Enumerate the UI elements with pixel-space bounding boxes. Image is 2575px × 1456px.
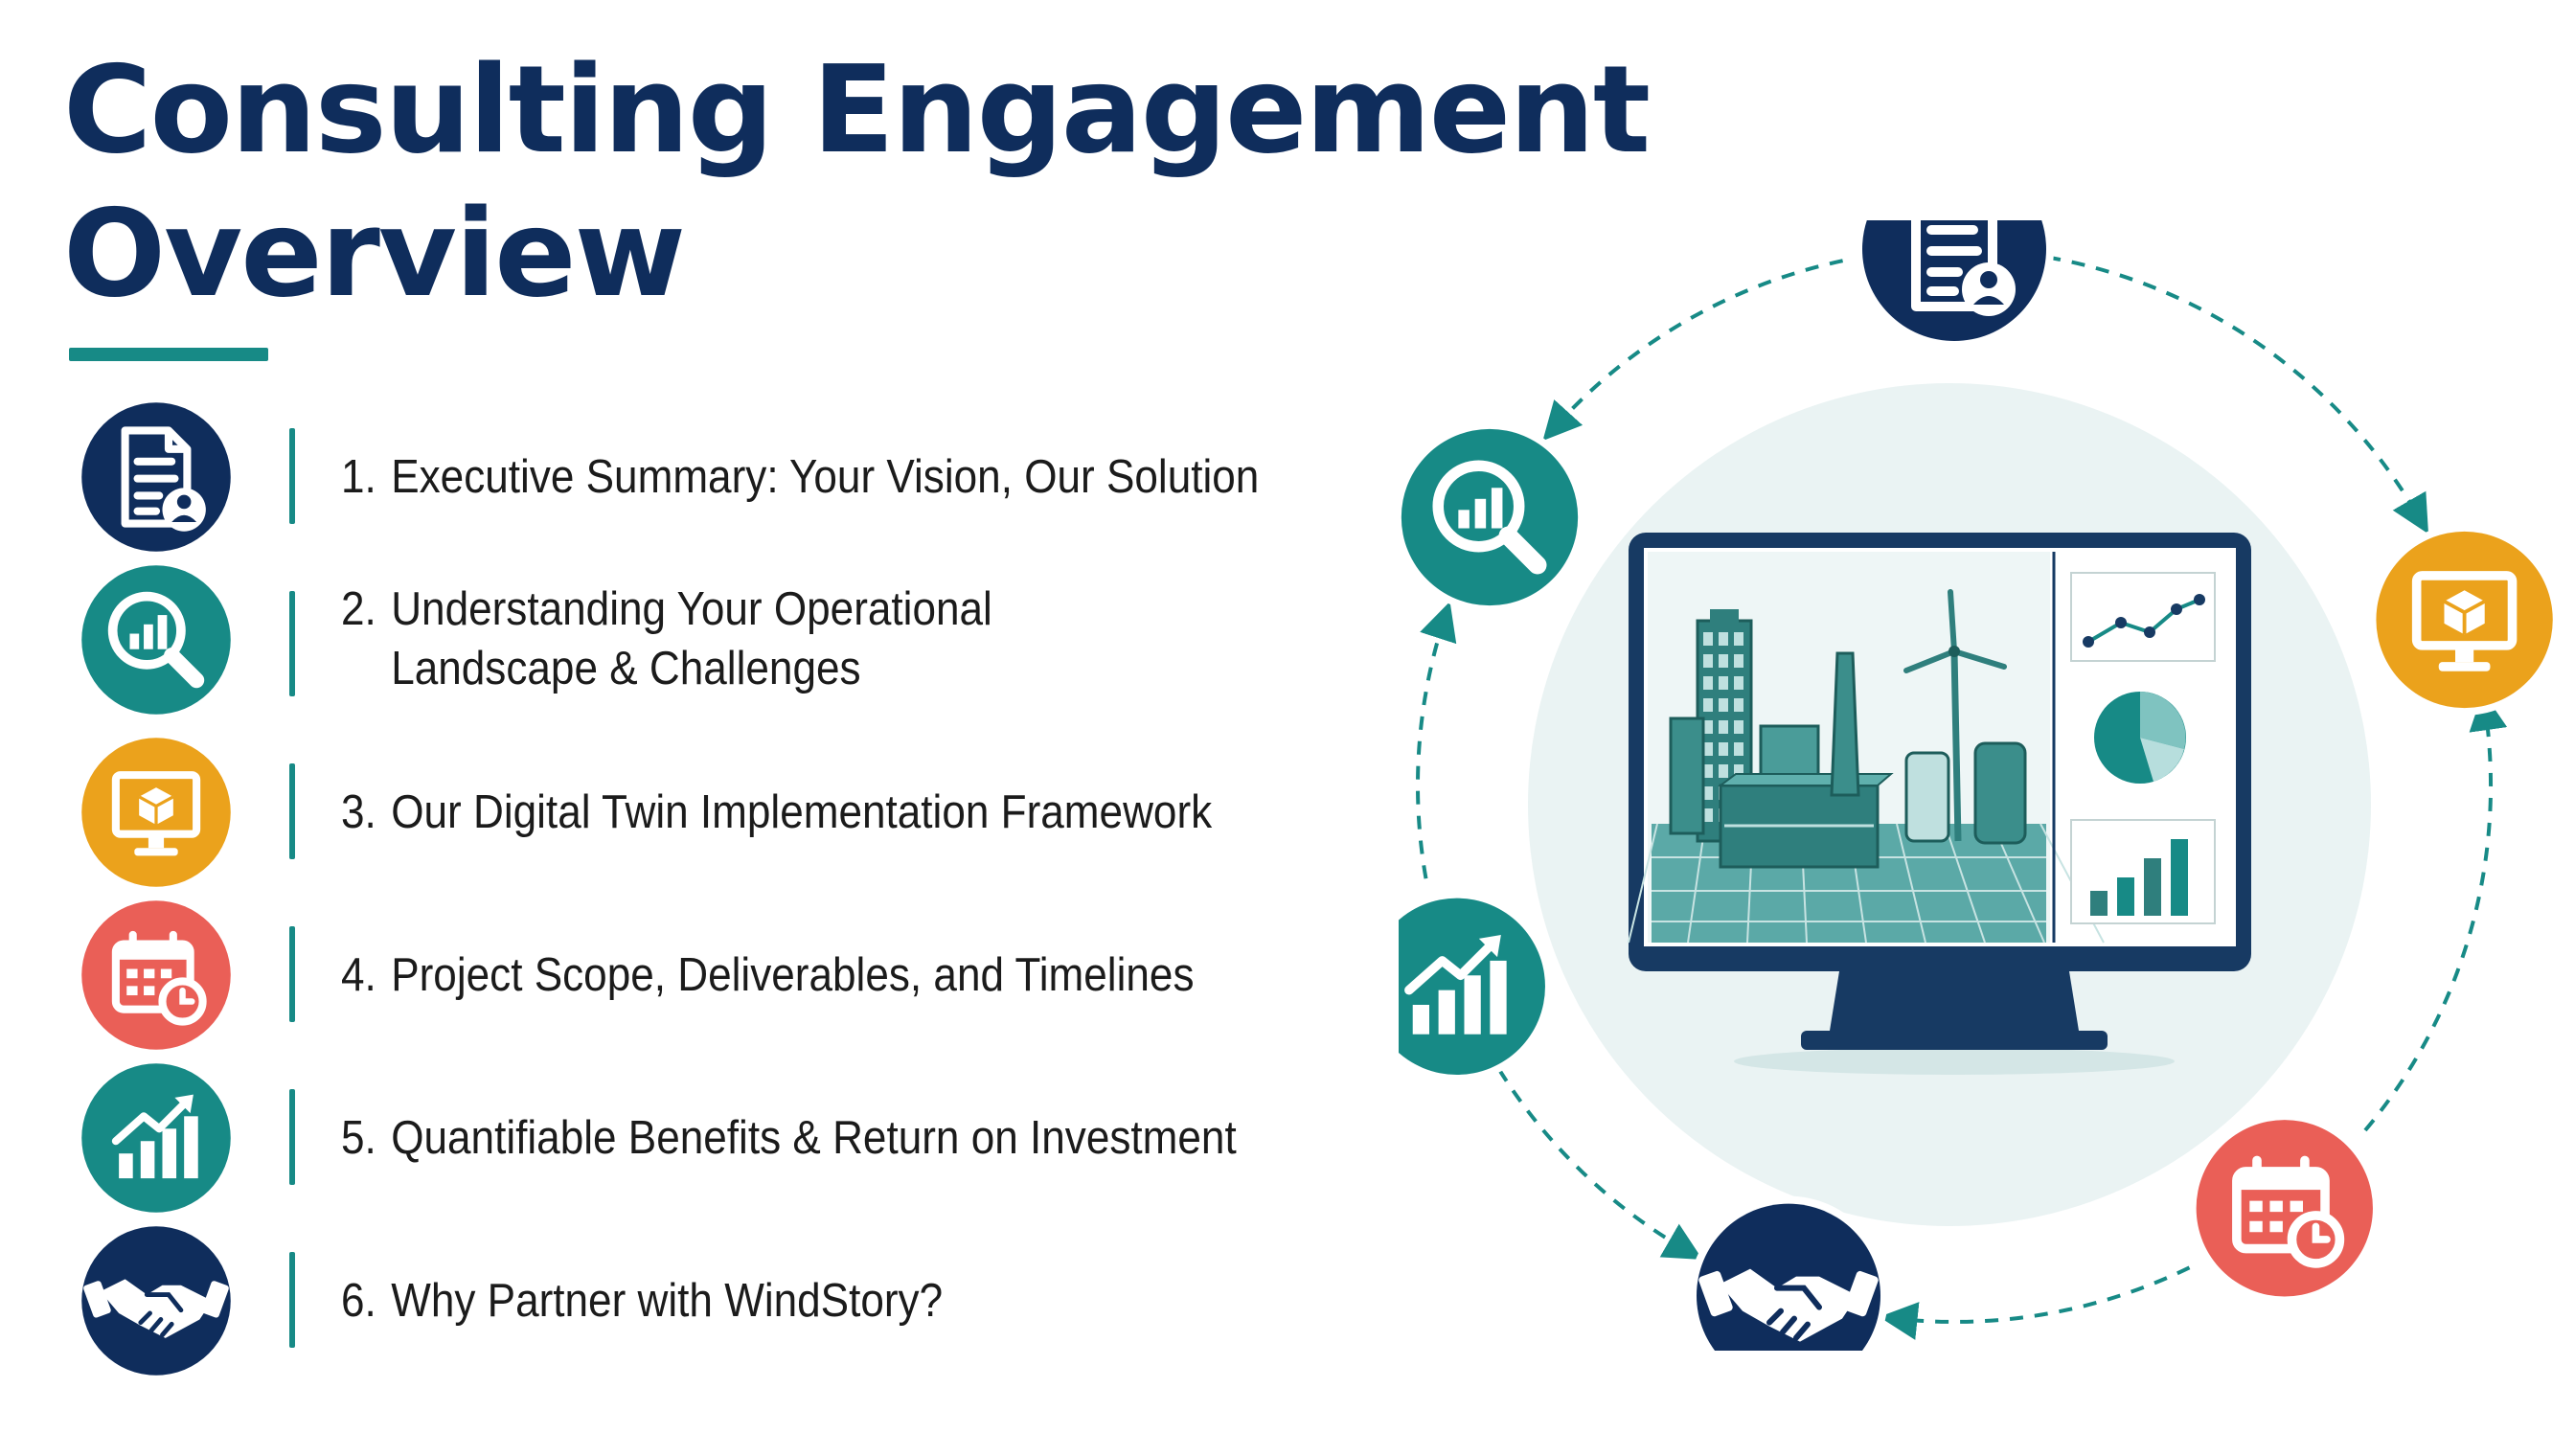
handshake-icon [1689,1195,1888,1351]
document-user-icon [1855,220,2054,349]
agenda-item-number: 2. [341,583,376,635]
title-underline [69,348,268,361]
monitor-cube-icon [79,735,234,890]
agenda-item-5: 5. Quantifiable Benefits & Return on Inve… [0,1060,1437,1214]
agenda-divider [289,428,295,524]
agenda-item-label: Why Partner with WindStory? [391,1275,944,1327]
agenda-divider [289,926,295,1022]
agenda-item-number: 1. [341,451,376,503]
magnifier-chart-icon [1399,421,1585,613]
cycle-arrow-5 [1416,601,1457,879]
agenda-item-4: 4. Project Scope, Deliverables, and Timel… [0,898,1437,1051]
digital-twin-monitor-icon [1628,533,2251,1075]
cycle-arrow-1 [2046,255,2429,535]
growth-chart-icon [1399,890,1553,1082]
agenda-item-label: Executive Summary: Your Vision, Our Solu… [391,451,1260,503]
agenda-item-label: Quantifiable Benefits & Return on Invest… [391,1112,1237,1164]
agenda-divider [289,1252,295,1348]
page-title-line-2: Overview [63,183,686,324]
agenda-item-text: 6. Why Partner with WindStory? [341,1271,943,1331]
agenda-item-number: 4. [341,949,376,1001]
agenda-item-number: 6. [341,1275,376,1327]
document-user-icon [79,399,234,555]
cycle-arrow-2 [2363,692,2508,1132]
calendar-clock-icon [2188,1112,2381,1305]
cycle-arrow-4 [1497,1068,1703,1261]
agenda-item-6: 6. Why Partner with WindStory? [0,1223,1437,1376]
growth-chart-icon [79,1060,234,1216]
agenda-item-text: 5. Quantifiable Benefits & Return on Inve… [341,1108,1237,1168]
cycle-arrow-3 [1879,1265,2191,1340]
agenda-item-label-continued: Landscape & Challenges [391,643,861,694]
agenda-item-text: 4. Project Scope, Deliverables, and Timel… [341,945,1195,1005]
calendar-clock-icon [79,898,234,1053]
agenda-item-number: 3. [341,786,376,838]
agenda-divider [289,763,295,859]
agenda-divider [289,1089,295,1185]
agenda-divider [289,591,295,696]
agenda-item-label: Understanding Your Operational [391,583,992,635]
cycle-arrow-6 [1542,259,1844,442]
page-title: Consulting Engagement Overview [63,38,1651,326]
agenda-item-label: Project Scope, Deliverables, and Timelin… [391,949,1195,1001]
agenda-item-number: 5. [341,1112,376,1164]
engagement-cycle-diagram [1399,220,2561,1351]
monitor-cube-icon [2368,524,2561,716]
page-title-line-1: Consulting Engagement [63,39,1651,180]
magnifier-chart-icon [79,562,234,717]
agenda-item-label: Our Digital Twin Implementation Framewor… [391,786,1213,838]
agenda-item-3: 3. Our Digital Twin Implementation Framew… [0,735,1437,888]
agenda-item-1: 1. Executive Summary: Your Vision, Our So… [0,399,1437,553]
agenda-item-text: 3. Our Digital Twin Implementation Framew… [341,783,1212,842]
agenda-item-text: 1. Executive Summary: Your Vision, Our So… [341,447,1259,507]
handshake-icon [79,1223,234,1378]
